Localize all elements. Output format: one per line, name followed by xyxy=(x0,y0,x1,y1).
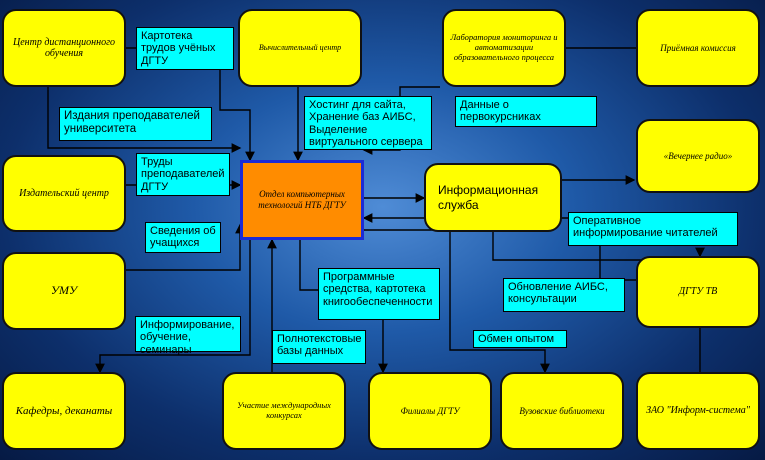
label-software: Программные средства, картотека книгообе… xyxy=(318,268,440,320)
label-training: Информирование, обучение, семинары xyxy=(135,316,241,356)
node-publishing-center[interactable]: Издательский центр xyxy=(2,155,126,232)
node-umu[interactable]: УМУ xyxy=(2,252,126,330)
node-departments[interactable]: Кафедры, деканаты xyxy=(2,372,126,450)
node-monitoring-lab[interactable]: Лаборатория мониторинга и автоматизации … xyxy=(442,9,566,87)
node-computing-center[interactable]: Вычислительный центр xyxy=(238,9,362,87)
label-readers-info: Оперативное информирование читателей xyxy=(568,212,738,246)
node-inform-system[interactable]: ЗАО "Информ-система" xyxy=(636,372,760,450)
label-fulltext-databases: Полнотекстовые базы данных xyxy=(272,330,366,364)
label-hosting: Хостинг для сайта, Хранение баз АИБС, Вы… xyxy=(304,96,432,150)
label-staff-cards: Картотека трудов учёных ДГТУ xyxy=(136,27,234,70)
label-aibs-update: Обновление АИБС, консультации xyxy=(503,278,625,312)
label-experience-exchange: Обмен опытом xyxy=(473,330,567,349)
label-freshman-data: Данные о первокурсниках xyxy=(455,96,597,127)
node-evening-radio[interactable]: «Вечернее радио» xyxy=(636,119,760,193)
label-teacher-works: Труды преподавателей ДГТУ xyxy=(136,153,230,196)
node-dgtu-branches[interactable]: Филиалы ДГТУ xyxy=(368,372,492,450)
node-admission-committee[interactable]: Приёмная комиссия xyxy=(636,9,760,87)
label-university-publications: Издания преподавателей университета xyxy=(59,107,212,141)
label-student-info: Сведения об учащихся xyxy=(145,222,221,253)
node-international-competitions[interactable]: Участие международных конкурсах xyxy=(222,372,346,450)
node-computer-technologies-dept[interactable]: Отдел компьютерных технологий НТБ ДГТУ xyxy=(240,160,364,240)
node-dgtu-tv[interactable]: ДГТУ ТВ xyxy=(636,256,760,328)
node-information-service[interactable]: Информационная служба xyxy=(424,163,562,232)
node-distance-learning[interactable]: Центр дистанционного обучения xyxy=(2,9,126,87)
node-university-libraries[interactable]: Вузовские библиотеки xyxy=(500,372,624,450)
